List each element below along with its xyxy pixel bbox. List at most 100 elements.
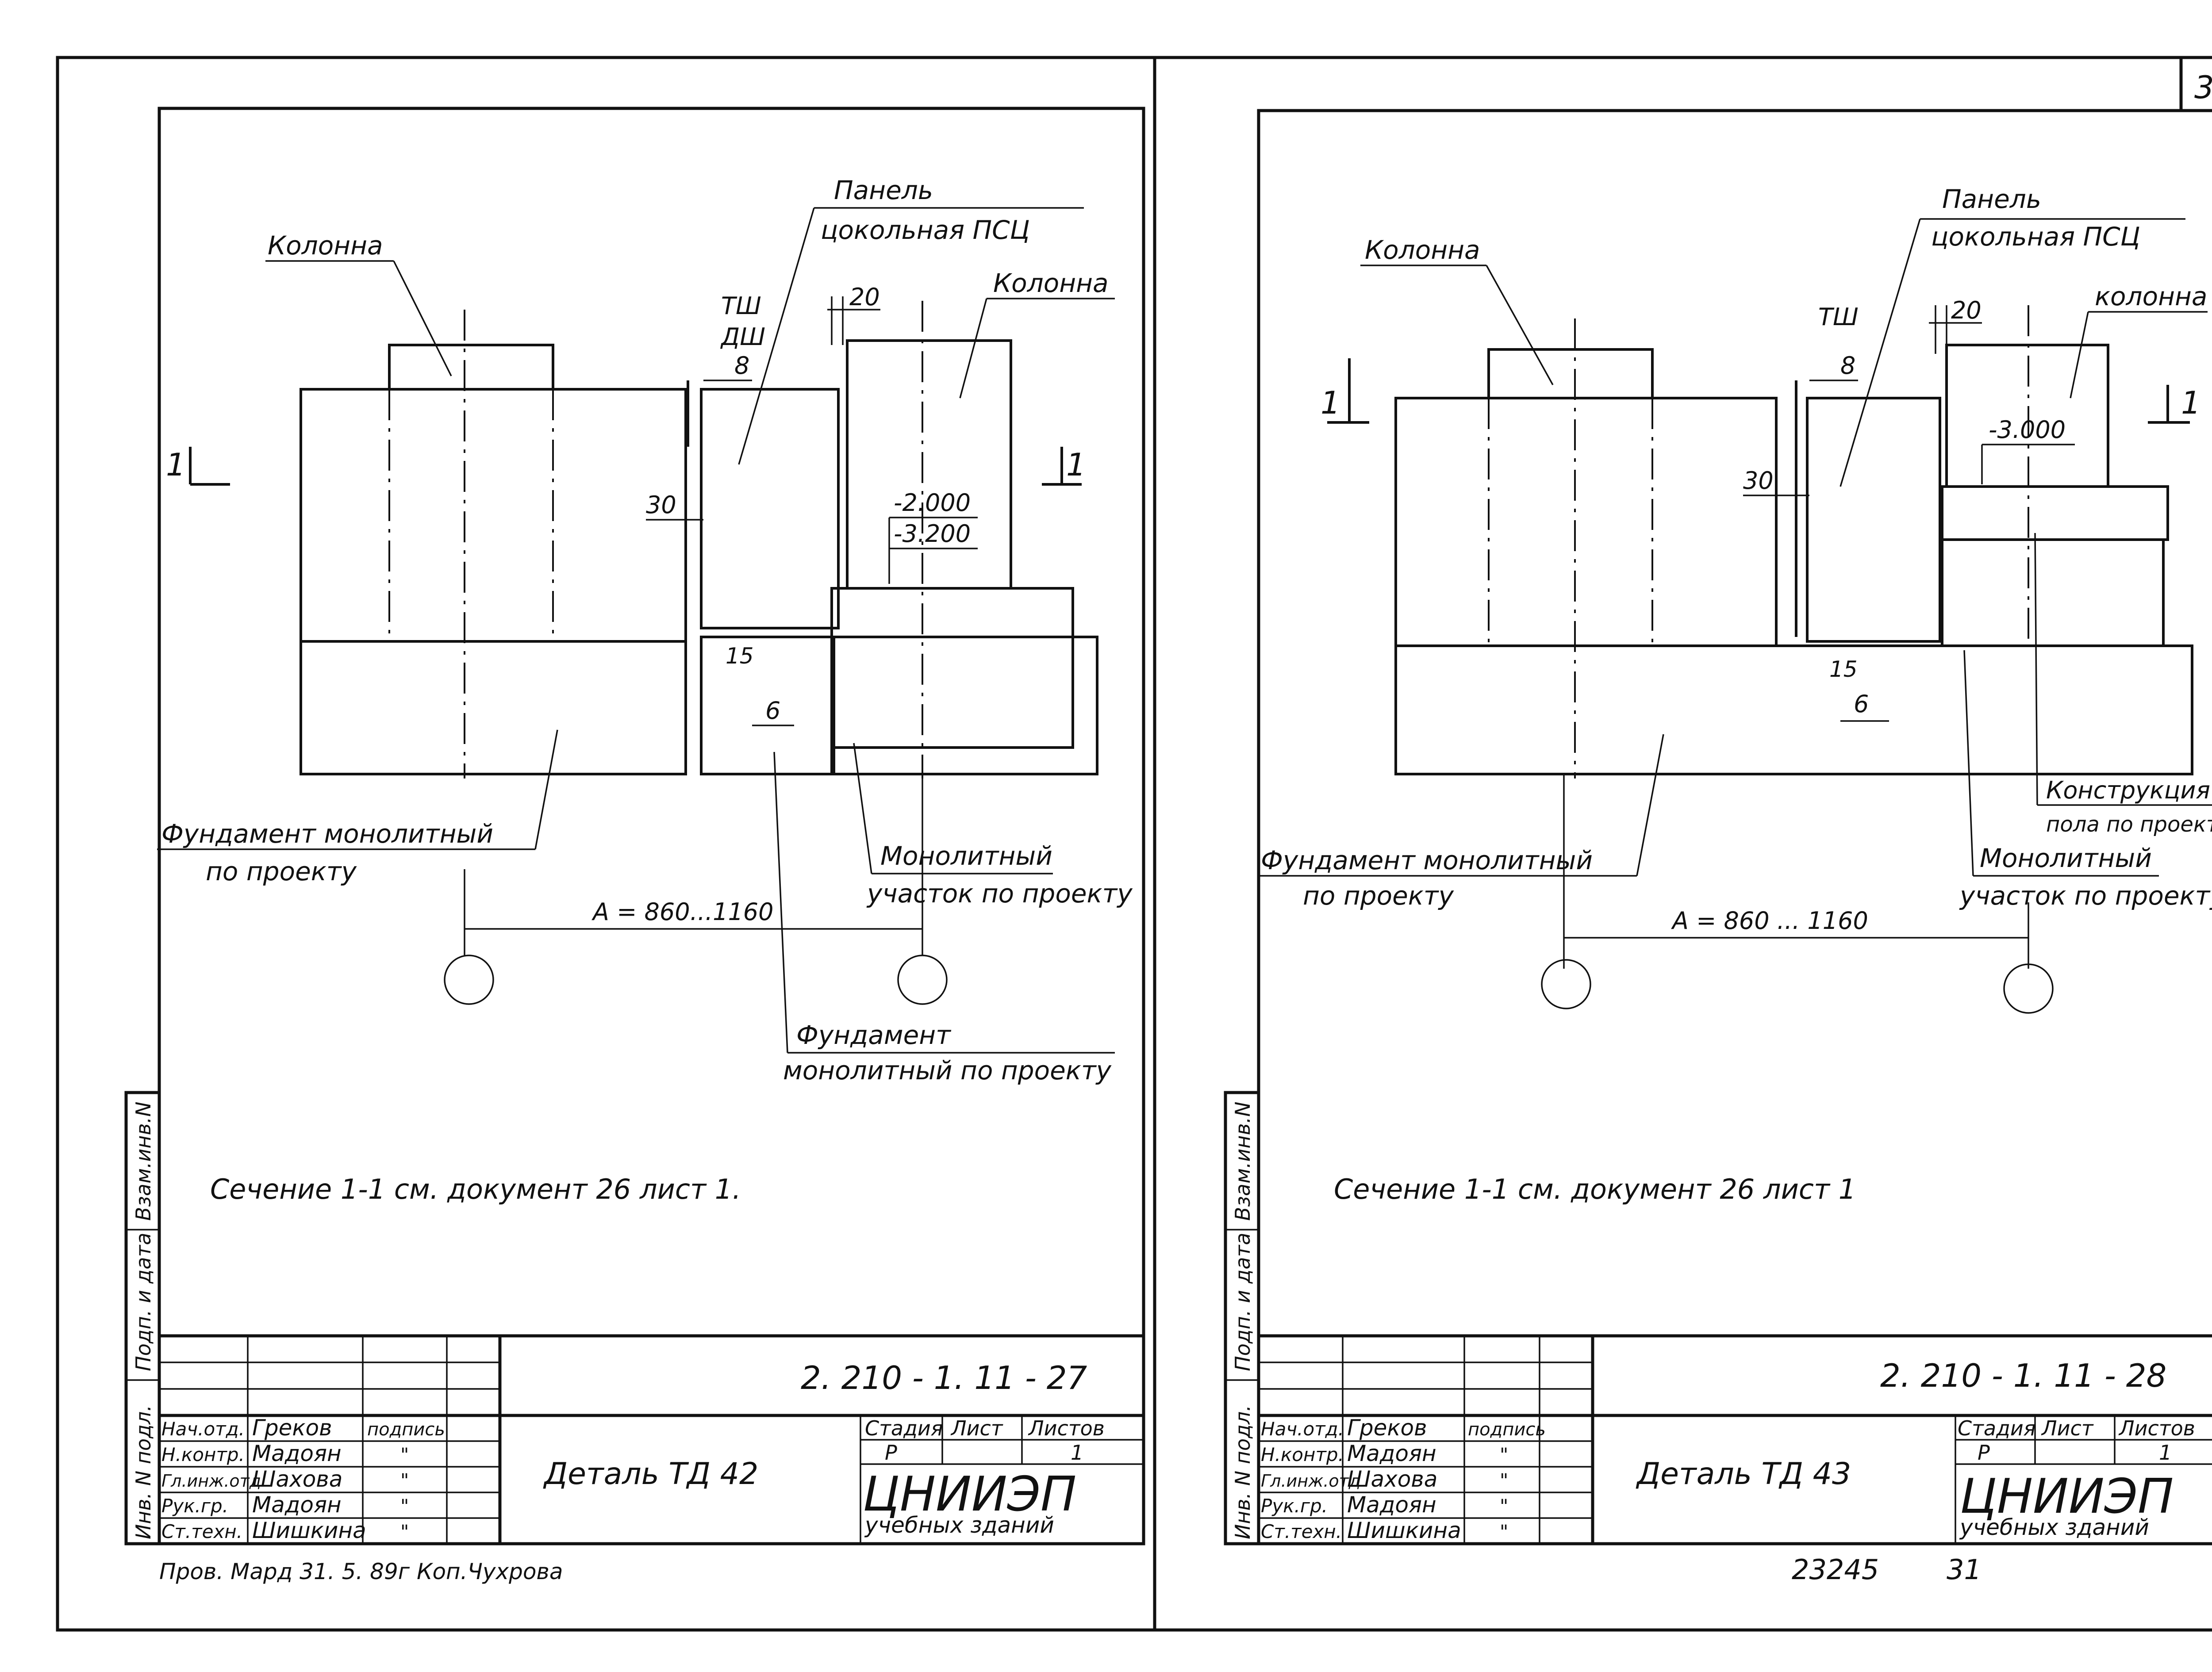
drawing-frame [1257,109,2212,1545]
svg-text:": " [1500,1495,1508,1517]
label-column-left: Колонна [268,230,383,261]
org-name: ЦНИИЭП [863,1467,1076,1522]
label-monolith-project: участок по проекту [1959,881,2212,911]
right-column [1945,344,2109,488]
svg-text:1: 1 [1066,447,1086,483]
footer-note: Пров. Мард 31. 5. 89г Коп.Чухрова [159,1559,563,1584]
svg-text:Греков: Греков [252,1415,332,1441]
svg-text:Инв. N подл.: Инв. N подл. [1231,1405,1255,1539]
svg-text:1: 1 [2159,1441,2172,1465]
svg-text:Ст.техн.: Ст.техн. [1261,1521,1342,1542]
org-name: ЦНИИЭП [1960,1469,2174,1524]
label-column-left: Колонна [1365,235,1480,265]
svg-text:Н.контр.: Н.контр. [161,1444,245,1465]
label-dsh: ДШ [720,323,765,351]
svg-text:Лист: Лист [2041,1416,2094,1440]
svg-text:Лист: Лист [950,1416,1003,1440]
svg-text:Р: Р [885,1441,897,1465]
label-foundation: Фундамент монолитный [161,819,493,849]
svg-text:Шишкина: Шишкина [252,1518,366,1543]
sheet-number-box [2179,56,2212,112]
svg-text:Листов: Листов [1028,1416,1105,1440]
axis-marker-left [1541,959,1591,1009]
section-note: Сечение 1-1 см. документ 26 лист 1 [1334,1173,1856,1205]
axis-marker-right [2003,963,2054,1014]
svg-text:Шишкина: Шишкина [1347,1518,1461,1543]
svg-text:подпись: подпись [367,1419,445,1440]
right-column [846,339,1012,590]
label-floor-project: пола по проекту [2046,812,2212,837]
label-monolith-project: участок по проекту [866,878,1133,909]
svg-text:Р: Р [1978,1441,1990,1465]
dim-6: 6 [765,697,780,725]
label-foundation-project: по проекту [1303,881,1454,911]
plinth-panel [1806,397,1941,643]
footer-number-2: 31 [1947,1553,1982,1586]
org-subtitle: учебных зданий [1959,1515,2149,1540]
panel-footing [700,636,835,775]
footer-number-1: 23245 [1792,1553,1879,1586]
svg-text:Рук.гр.: Рук.гр. [1261,1495,1328,1517]
label-panel-type: цокольная ПСЦ [821,215,1030,245]
monolith-block [830,587,1074,749]
dim-20: 20 [849,283,880,311]
label-column-right: Колонна [993,268,1109,298]
svg-text:Шахова: Шахова [252,1466,342,1492]
svg-text:": " [400,1495,409,1517]
section-note: Сечение 1-1 см. документ 26 лист 1. [210,1173,741,1205]
column-foundation-upper [300,388,687,643]
drawing-td42: 1 1 Колонна Панель цокольная ПСЦ Колонна… [124,107,1145,1584]
svg-text:Подп. и дата: Подп. и дата [131,1233,155,1371]
label-tsh: ТШ [721,292,761,320]
foundation-beam [1394,644,2193,775]
svg-text:Ст.техн.: Ст.техн. [161,1521,242,1542]
page-frame [56,56,2212,1632]
label-floor: Конструкция [2046,776,2210,804]
svg-text:Рук.гр.: Рук.гр. [161,1495,228,1517]
dim-20: 20 [1951,296,1982,324]
svg-text:": " [1500,1469,1508,1491]
title-block: 2. 210 - 1. 11 - 27 Деталь ТД 42 Стадия … [131,1101,1144,1544]
svg-text:Мадоян: Мадоян [252,1492,342,1518]
svg-text:Инв. N подл.: Инв. N подл. [131,1405,155,1539]
elevation-1: -2.000 [894,489,971,517]
svg-text:Мадоян: Мадоян [1347,1441,1436,1466]
column-foundation-lower [300,640,687,775]
label-foundation: Фундамент монолитный [1261,845,1593,875]
monolith-block [1941,538,2165,647]
sheet-number: 30 [2194,69,2212,106]
svg-text:Мадоян: Мадоян [252,1441,342,1466]
svg-text:Стадия: Стадия [865,1416,943,1440]
svg-text:Взам.инв.N: Взам.инв.N [131,1101,155,1221]
label-panel: Панель [1942,184,2041,214]
dim-15: 15 [726,643,754,669]
doc-title: Деталь ТД 42 [543,1457,758,1492]
column-stub [1487,348,1654,399]
dim-15: 15 [1829,656,1858,682]
svg-text:": " [400,1444,409,1465]
drawing-td43: 1 1 Колонна Панель цокольная ПСЦ колонна… [1224,109,2212,1586]
title-block: 2. 210 - 1. 11 - 28 Деталь ТД 43 Стадия … [1231,1101,2212,1544]
org-subtitle: учебных зданий [864,1512,1054,1538]
section-mark-right: 1 [2148,385,2201,424]
section-mark-left: 1 [1321,358,1369,424]
label-tsh: ТШ [1818,303,1859,331]
svg-text:Шахова: Шахова [1347,1466,1437,1492]
svg-text:1: 1 [1071,1441,1083,1465]
dimension-a: А = 860 ... 1160 [1671,907,1868,935]
dim-8: 8 [734,352,749,380]
section-mark-left: 1 [166,447,230,486]
label-panel: Панель [834,175,933,205]
svg-text:подпись: подпись [1468,1419,1546,1440]
side-stamp-frame [1224,1091,1260,1545]
side-stamp-frame [124,1091,161,1545]
label-monolith: Монолитный [880,841,1052,871]
svg-text:Стадия: Стадия [1958,1416,2035,1440]
axis-marker-right [897,955,948,1005]
svg-text:": " [1500,1521,1508,1542]
svg-text:Мадоян: Мадоян [1347,1492,1436,1518]
svg-text:Нач.отд.: Нач.отд. [161,1418,245,1440]
plinth-panel [700,388,840,629]
column-stub [388,344,554,391]
